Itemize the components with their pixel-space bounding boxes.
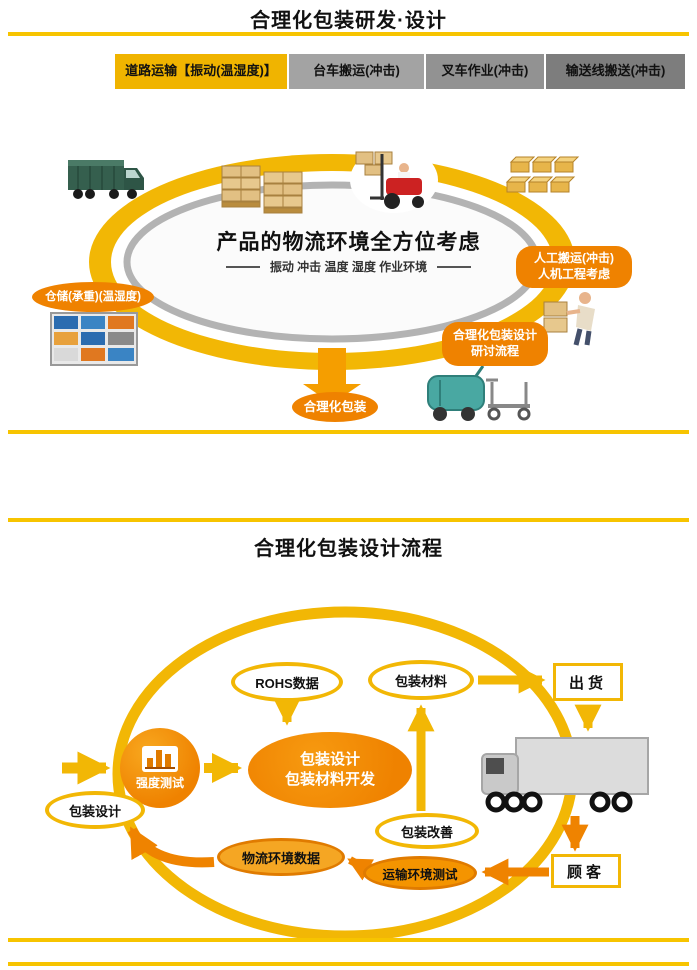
top-divider (8, 32, 689, 36)
node-transport-environment-test: 运输环境测试 (363, 856, 477, 890)
bubble-manual-line1: 人工搬运(冲击) (534, 251, 614, 266)
bubble-design-line1: 合理化包装设计 (452, 328, 537, 343)
center-line2: 包装材料开发 (284, 771, 375, 788)
center-line1: 包装设计 (299, 750, 360, 768)
subtitle-dash-left (225, 265, 260, 268)
subtitle-dash-right (437, 265, 472, 268)
bottom-divider-1 (8, 938, 689, 942)
subtitle-text: 振动 冲击 温度 湿度 作业环境 (269, 260, 428, 274)
node-packaging-design-output: 包装设计 (45, 791, 145, 829)
section2-top-divider (8, 518, 689, 522)
bubble-warehouse: 仓储(承重)(温湿度) (32, 282, 154, 312)
section1-title: 合理化包装研发·设计 (250, 10, 447, 32)
tab-trolley-handling: 台车搬运(冲击) (289, 54, 424, 89)
ellipse-center-title: 产品的物流环境全方位考虑 (216, 231, 481, 254)
bubble-rationalized-packaging: 合理化包装 (292, 392, 378, 422)
bottom-divider-2 (8, 962, 689, 966)
delivery-truck-image (481, 737, 649, 813)
bubble-design-process: 合理化包装设计 研讨流程 (442, 322, 548, 366)
bubble-manual-handling: 人工搬运(冲击) 人机工程考虑 (516, 246, 632, 288)
section1-bottom-divider (8, 430, 689, 434)
bar-chart-icon (142, 745, 178, 772)
truck-image (66, 150, 146, 208)
tab-forklift-operation: 叉车作业(冲击) (426, 54, 544, 89)
node-center-design: 包装设计 包装材料开发 (248, 732, 412, 808)
tab-conveyor-transfer: 输送线搬送(冲击) (546, 54, 685, 89)
pallet-boxes-image (220, 158, 305, 220)
node-logistics-environment-data: 物流环境数据 (217, 838, 345, 876)
ellipse-center-subtitle: 振动 冲击 温度 湿度 作业环境 (0, 258, 697, 275)
forklift-image (350, 146, 438, 214)
gold-boxes-image (503, 154, 581, 202)
node-packaging-material: 包装材料 (368, 660, 474, 700)
node-shipment: 出货 (553, 663, 623, 701)
logistics-environment-diagram: 产品的物流环境全方位考虑 振动 冲击 温度 湿度 作业环境 仓储(承重)(温湿度… (0, 96, 697, 432)
storage-shelf-image (50, 312, 138, 366)
packaging-design-flow-diagram: ROHS数据 包装材料 出货 强度测试 包装设计 包装材料开发 包装设计 包装改… (0, 566, 697, 938)
strength-test-label: 强度测试 (135, 775, 184, 790)
environment-ellipse (89, 154, 575, 404)
carts-image (426, 362, 534, 426)
node-packaging-improvement: 包装改善 (375, 813, 479, 849)
section2-title: 合理化包装设计流程 (254, 538, 443, 560)
node-strength-test: 强度测试 (120, 728, 200, 808)
node-customer: 顾客 (551, 854, 621, 888)
node-rohs-data: ROHS数据 (231, 662, 343, 702)
tab-road-transport: 道路运输【振动(温湿度)】 (115, 54, 287, 89)
bubble-design-line2: 研讨流程 (470, 344, 519, 358)
bubble-manual-line2: 人机工程考虑 (537, 267, 610, 281)
worker-carrying-image (540, 286, 612, 348)
